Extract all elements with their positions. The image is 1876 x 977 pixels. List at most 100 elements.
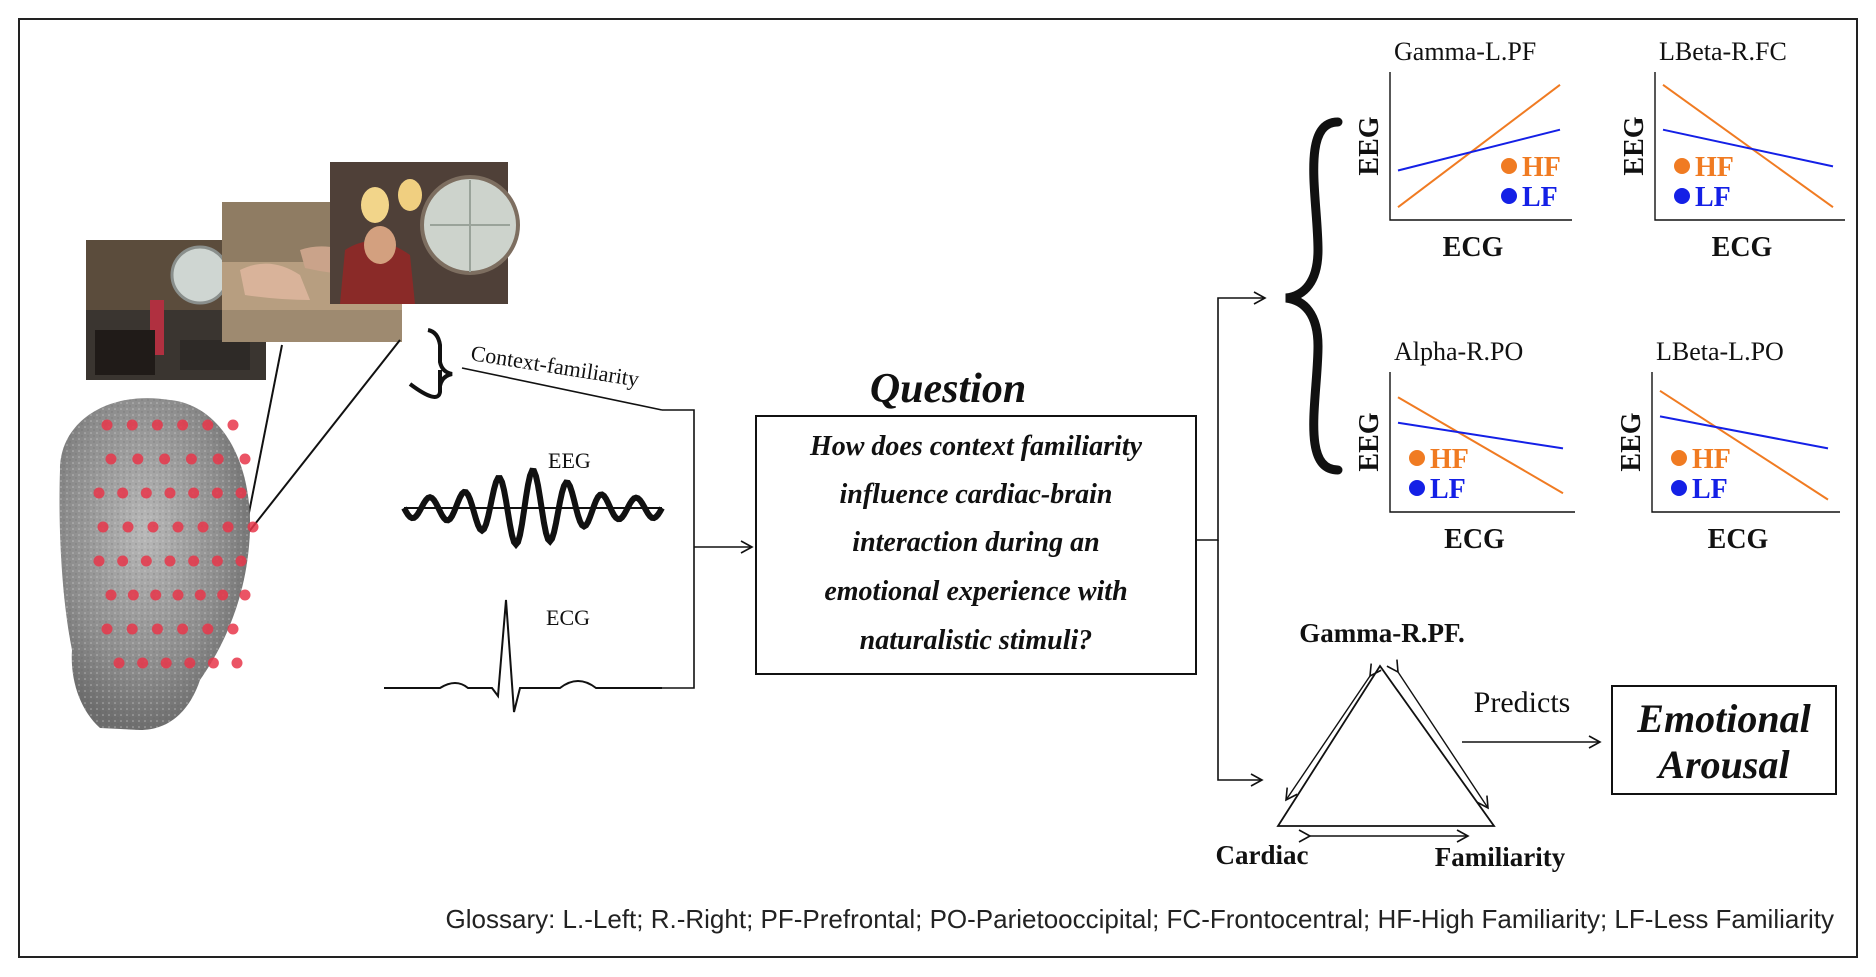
chart-xlabel: ECG bbox=[1443, 232, 1504, 263]
arrow-to-charts bbox=[1196, 291, 1267, 541]
charts-brace bbox=[1285, 117, 1343, 475]
electrode-dot bbox=[188, 555, 200, 567]
chart-xlabel: ECG bbox=[1708, 524, 1769, 555]
chart-title: LBeta-R.FC bbox=[1659, 37, 1787, 66]
connector-line bbox=[243, 344, 283, 539]
chart-ylabel: EEG bbox=[1354, 412, 1385, 471]
electrode-dot bbox=[194, 589, 206, 601]
outcome-line: Arousal bbox=[1655, 742, 1790, 787]
legend-marker bbox=[1674, 188, 1690, 204]
electrode-dot bbox=[177, 419, 189, 431]
electrode-dot bbox=[127, 589, 139, 601]
electrode-dot bbox=[117, 487, 129, 499]
question-line: emotional experience with bbox=[824, 576, 1127, 607]
legend-marker bbox=[1671, 450, 1687, 466]
electrode-dot bbox=[231, 657, 243, 669]
legend-label: LF bbox=[1692, 474, 1728, 505]
electrode-dot bbox=[151, 623, 163, 635]
series-line-lf bbox=[1397, 128, 1561, 172]
electrode-dot bbox=[117, 555, 129, 567]
legend-marker bbox=[1674, 158, 1690, 174]
legend-label: HF bbox=[1522, 152, 1561, 183]
series-line-hf bbox=[1397, 84, 1561, 208]
electrode-dot bbox=[172, 521, 184, 533]
electrode-dot bbox=[164, 487, 176, 499]
electrode-dot bbox=[151, 419, 163, 431]
signals-bracket bbox=[662, 409, 695, 689]
electrode-dot bbox=[140, 555, 152, 567]
electrode-dot bbox=[140, 487, 152, 499]
electrode-dot bbox=[101, 419, 113, 431]
triangle-top-label: Gamma-R.PF. bbox=[1299, 618, 1464, 648]
legend-label: HF bbox=[1430, 444, 1469, 475]
electrode-dot bbox=[126, 419, 138, 431]
question-heading: Question bbox=[870, 366, 1026, 412]
electrode-dot bbox=[150, 589, 162, 601]
stimulus-thumbnails bbox=[86, 162, 520, 380]
electrode-dot bbox=[105, 589, 117, 601]
eeg-head-model bbox=[59, 398, 259, 730]
electrode-dot bbox=[172, 589, 184, 601]
outcome-line: Emotional bbox=[1636, 696, 1811, 741]
chart-axes bbox=[1651, 372, 1840, 513]
legend-label: LF bbox=[1522, 182, 1558, 213]
electrode-dot bbox=[197, 521, 209, 533]
electrode-dot bbox=[239, 589, 251, 601]
electrode-dot bbox=[105, 453, 117, 465]
chart-title: LBeta-L.PO bbox=[1656, 337, 1784, 366]
electrode-dots bbox=[93, 419, 259, 669]
electrode-dot bbox=[113, 657, 125, 669]
series-line-lf bbox=[1659, 415, 1829, 450]
electrode-dot bbox=[247, 521, 259, 533]
chart-xlabel: ECG bbox=[1712, 232, 1773, 263]
electrode-dot bbox=[137, 657, 149, 669]
glossary-text: Glossary: L.-Left; R.-Right; PF-Prefront… bbox=[446, 904, 1834, 934]
double-arrow bbox=[1386, 659, 1489, 810]
electrode-dot bbox=[207, 657, 219, 669]
interaction-triangle: Gamma-R.PF. Cardiac Familiarity bbox=[1216, 618, 1566, 872]
series-line-lf bbox=[1397, 421, 1564, 450]
connector-line bbox=[243, 339, 401, 539]
electrode-dot bbox=[227, 623, 239, 635]
legend-label: LF bbox=[1430, 474, 1466, 505]
chart-axes bbox=[1389, 372, 1575, 513]
electrode-dot bbox=[235, 487, 247, 499]
electrode-dot bbox=[97, 521, 109, 533]
chart-ylabel: EEG bbox=[1354, 116, 1385, 175]
question-line: naturalistic stimuli? bbox=[860, 625, 1093, 656]
question-line: influence cardiac-brain bbox=[840, 479, 1113, 510]
chart-ylabel: EEG bbox=[1619, 116, 1650, 175]
legend-marker bbox=[1501, 158, 1517, 174]
electrode-dot bbox=[227, 419, 239, 431]
electrode-dot bbox=[217, 589, 229, 601]
chart-axes bbox=[1654, 72, 1845, 221]
series-line-hf bbox=[1662, 83, 1834, 209]
electrode-dot bbox=[211, 487, 223, 499]
arrow-to-triangle bbox=[1217, 540, 1264, 787]
context-familiarity-label: Context-familiarity bbox=[469, 340, 641, 391]
context-underline bbox=[461, 367, 663, 411]
electrode-dot bbox=[212, 453, 224, 465]
series-line-hf bbox=[1397, 396, 1564, 495]
question-line: How does context familiarity bbox=[809, 431, 1143, 462]
series-line-hf bbox=[1659, 389, 1829, 501]
eeg-signal-label: EEG bbox=[548, 448, 591, 473]
question-text: How does context familiarity influence c… bbox=[809, 431, 1143, 656]
legend-marker bbox=[1501, 188, 1517, 204]
figure-border bbox=[18, 18, 1858, 958]
video-frame-1 bbox=[86, 240, 266, 380]
electrode-dot bbox=[101, 623, 113, 635]
electrode-dot bbox=[147, 521, 159, 533]
legend-label: HF bbox=[1692, 444, 1731, 475]
electrode-dot bbox=[164, 555, 176, 567]
electrode-dot bbox=[93, 487, 105, 499]
electrode-dot bbox=[235, 555, 247, 567]
chart-ylabel: EEG bbox=[1616, 412, 1647, 471]
legend-label: HF bbox=[1695, 152, 1734, 183]
electrode-dot bbox=[122, 521, 134, 533]
